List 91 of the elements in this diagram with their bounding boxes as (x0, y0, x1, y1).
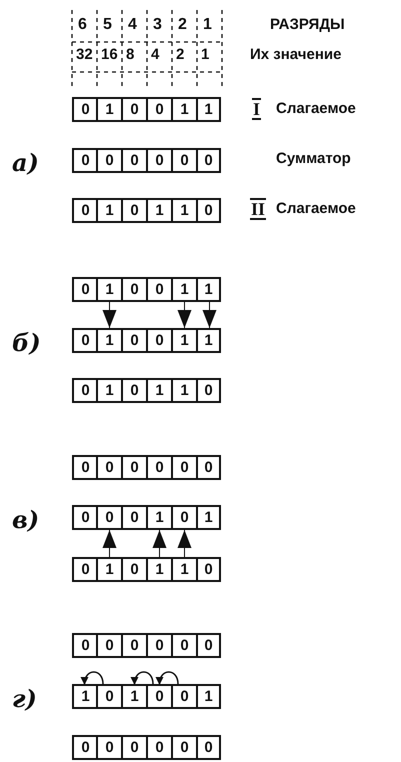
register-cell: 1 (96, 378, 123, 403)
register-cell: 1 (196, 328, 221, 353)
register-cell: 1 (146, 198, 173, 223)
register-cell: 0 (196, 633, 221, 658)
arrow (202, 302, 216, 328)
digit-value: 1 (201, 46, 210, 63)
arrow (81, 671, 104, 685)
register-cell: 1 (121, 684, 148, 709)
register-cell: 1 (171, 328, 198, 353)
register-cell: 1 (96, 277, 123, 302)
register-cell: 0 (121, 557, 148, 582)
register-cell: 1 (196, 277, 221, 302)
register-cell: 1 (96, 97, 123, 122)
register-cell: 0 (146, 277, 173, 302)
register-cell: 1 (171, 557, 198, 582)
arrow (178, 302, 192, 328)
register-label: Слагаемое (276, 200, 356, 217)
panel-letter: а) (12, 148, 39, 177)
digit-value: 2 (176, 46, 184, 63)
register-cell: 0 (121, 505, 148, 530)
digit-value: 32 (76, 46, 93, 63)
register-cell: 1 (171, 378, 198, 403)
register-cell: 0 (96, 684, 123, 709)
arrow (152, 530, 166, 558)
register-cell: 0 (121, 277, 148, 302)
register-cell: 1 (196, 505, 221, 530)
register-cell: 0 (96, 455, 123, 480)
arrow (131, 671, 154, 685)
register-cell: 1 (146, 505, 173, 530)
register-cell: 1 (196, 684, 221, 709)
register-cell: 0 (121, 735, 148, 760)
arrow (102, 302, 116, 328)
register-cell: 0 (121, 198, 148, 223)
register-cell: 0 (96, 148, 123, 173)
digit-number: 5 (103, 16, 112, 34)
arrow (178, 530, 192, 558)
register-cell: 0 (171, 505, 198, 530)
digit-number: 1 (203, 16, 212, 34)
register-cell: 0 (121, 97, 148, 122)
register-cell: 0 (121, 328, 148, 353)
register-cell: 0 (146, 633, 173, 658)
digit-number: 6 (78, 16, 87, 34)
register-cell: 0 (146, 148, 173, 173)
register-cell: 0 (96, 633, 123, 658)
register-cell: 0 (96, 505, 123, 530)
digit-number: 3 (153, 16, 162, 34)
register-cell: 0 (196, 735, 221, 760)
register-cell: 0 (146, 328, 173, 353)
register-cell: 0 (121, 455, 148, 480)
register-cell: 1 (96, 198, 123, 223)
register-cell: 1 (146, 557, 173, 582)
digit-number: 2 (178, 16, 187, 34)
register-label: Слагаемое (276, 100, 356, 117)
register-cell: 0 (196, 198, 221, 223)
register-cell: 0 (196, 455, 221, 480)
register-cell: 0 (121, 148, 148, 173)
panel-letter: г) (12, 684, 37, 713)
register-cell: 1 (171, 198, 198, 223)
register-cell: 0 (171, 455, 198, 480)
register-cell: 0 (146, 735, 173, 760)
register-cell: 1 (96, 328, 123, 353)
panel-letter: б) (12, 328, 41, 357)
column-heading: Их значение (250, 46, 342, 63)
digit-number: 4 (128, 16, 137, 34)
register-cell: 1 (171, 277, 198, 302)
register-cell: 1 (196, 97, 221, 122)
register-cell: 0 (171, 684, 198, 709)
register-cell: 0 (196, 378, 221, 403)
roman-numeral: I (252, 98, 262, 120)
column-heading: РАЗРЯДЫ (270, 16, 345, 33)
register-cell: 0 (146, 684, 173, 709)
register-cell: 1 (96, 557, 123, 582)
digit-value: 8 (126, 46, 134, 63)
register-cell: 1 (171, 97, 198, 122)
register-label: Сумматор (276, 150, 351, 167)
register-cell: 0 (146, 455, 173, 480)
register-cell: 0 (121, 378, 148, 403)
arrow (102, 530, 116, 558)
digit-value: 16 (101, 46, 118, 63)
roman-numeral: II (250, 198, 266, 220)
panel-letter: в) (12, 505, 40, 534)
register-cell: 0 (196, 557, 221, 582)
register-cell: 0 (146, 97, 173, 122)
register-cell: 0 (96, 735, 123, 760)
register-cell: 0 (171, 148, 198, 173)
register-cell: 0 (171, 633, 198, 658)
digit-value: 4 (151, 46, 160, 63)
register-cell: 0 (171, 735, 198, 760)
register-cell: 1 (146, 378, 173, 403)
register-cell: 0 (196, 148, 221, 173)
register-cell: 0 (121, 633, 148, 658)
